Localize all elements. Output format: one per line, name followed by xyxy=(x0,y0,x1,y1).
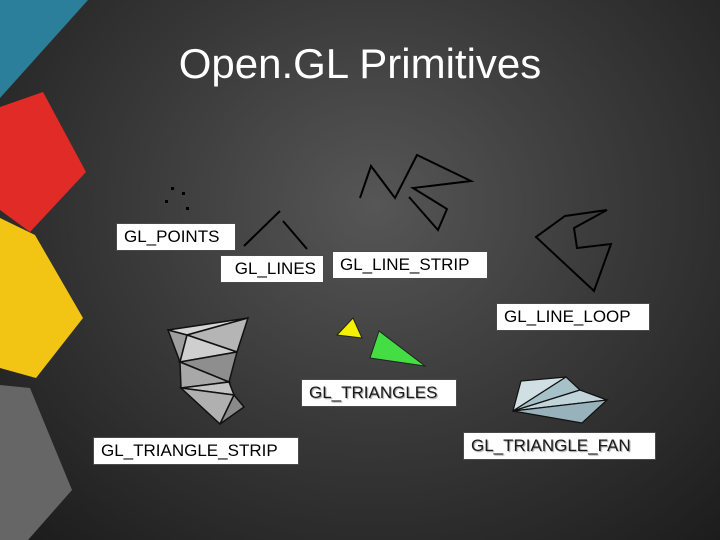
points-illustration xyxy=(165,187,189,210)
label-gl-line-strip: GL_LINE_STRIP xyxy=(332,251,488,279)
triangle-yellow-shape xyxy=(335,317,363,339)
lines-illustration xyxy=(243,210,308,250)
label-gl-triangles: GL_TRIANGLES xyxy=(301,379,457,407)
label-gl-lines: GL_LINES xyxy=(220,255,324,283)
page-title: Open.GL Primitives xyxy=(178,40,542,87)
label-gl-points: GL_POINTS xyxy=(116,223,236,251)
triangle-fan-illustration xyxy=(512,376,609,424)
red-diamond-shape xyxy=(0,92,86,232)
label-gl-triangle-strip: GL_TRIANGLE_STRIP xyxy=(93,437,299,465)
line-strip-illustration xyxy=(359,153,475,232)
yellow-diamond-shape xyxy=(0,218,83,378)
triangle-strip-illustration xyxy=(166,316,250,426)
triangle-green-shape xyxy=(369,330,427,367)
gray-diamond-shape xyxy=(0,385,72,540)
label-gl-line-loop: GL_LINE_LOOP xyxy=(496,303,650,331)
teal-diamond-shape xyxy=(0,0,88,98)
label-gl-triangle-fan: GL_TRIANGLE_FAN xyxy=(463,432,656,460)
line-loop-illustration xyxy=(534,209,613,293)
